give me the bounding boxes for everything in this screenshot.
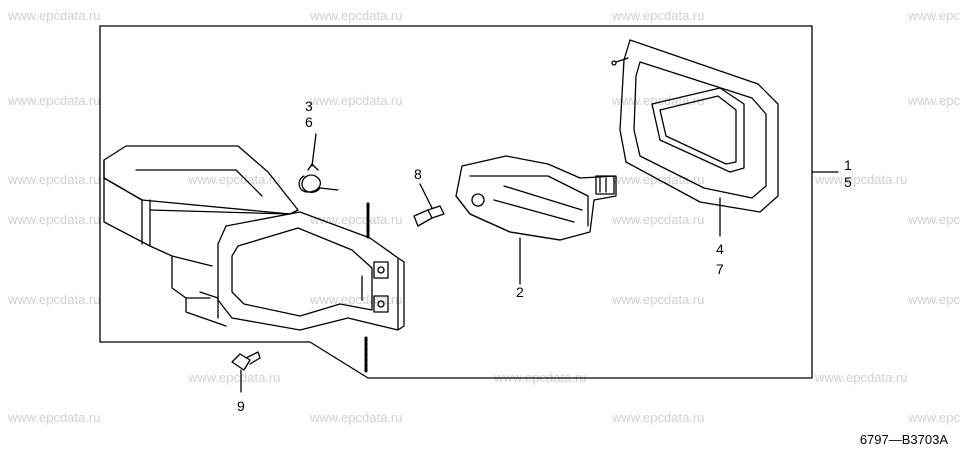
watermark: www.epcdata.ru: [8, 410, 101, 425]
watermark: www.epcdata.ru: [8, 93, 101, 108]
watermark: www.epcdata.ru: [908, 292, 960, 307]
watermark: www.epcdata.ru: [310, 93, 403, 108]
watermark: www.epcdata.ru: [815, 370, 908, 385]
pin-part: [413, 183, 445, 227]
diagram-code: 6797—B3703A: [859, 432, 948, 447]
watermark: www.epcdata.ru: [612, 410, 705, 425]
watermark: www.epcdata.ru: [8, 212, 101, 227]
assembly-frame: [99, 25, 813, 379]
watermark: www.epcdata.ru: [612, 212, 705, 227]
watermark: www.epcdata.ru: [908, 212, 960, 227]
watermark: www.epcdata.ru: [612, 292, 705, 307]
door-flap-part: [455, 155, 617, 285]
callout-9: 9: [237, 398, 245, 414]
callout-3: 3: [305, 98, 313, 114]
filter-frame-part: [611, 39, 779, 237]
callout-6: 6: [305, 114, 313, 130]
callout-1: 1: [844, 157, 852, 173]
screw-part: [231, 351, 261, 393]
callout-5: 5: [844, 174, 852, 190]
spring-part: [298, 133, 339, 194]
watermark: www.epcdata.ru: [310, 410, 403, 425]
watermark: www.epcdata.ru: [612, 8, 705, 23]
watermark: www.epcdata.ru: [310, 8, 403, 23]
watermark: www.epcdata.ru: [908, 410, 960, 425]
watermark: www.epcdata.ru: [310, 212, 403, 227]
watermark: www.epcdata.ru: [8, 8, 101, 23]
watermark: www.epcdata.ru: [815, 172, 908, 187]
watermark: www.epcdata.ru: [188, 370, 281, 385]
callout-8: 8: [414, 166, 422, 182]
watermark: www.epcdata.ru: [8, 172, 101, 187]
watermark: www.epcdata.ru: [908, 8, 960, 23]
callout-4: 4: [716, 241, 724, 257]
callout-7: 7: [716, 261, 724, 277]
watermark: www.epcdata.ru: [908, 93, 960, 108]
watermark: www.epcdata.ru: [8, 292, 101, 307]
duct-housing: [103, 145, 405, 331]
watermark: www.epcdata.ru: [188, 172, 281, 187]
callout-2: 2: [516, 284, 524, 300]
